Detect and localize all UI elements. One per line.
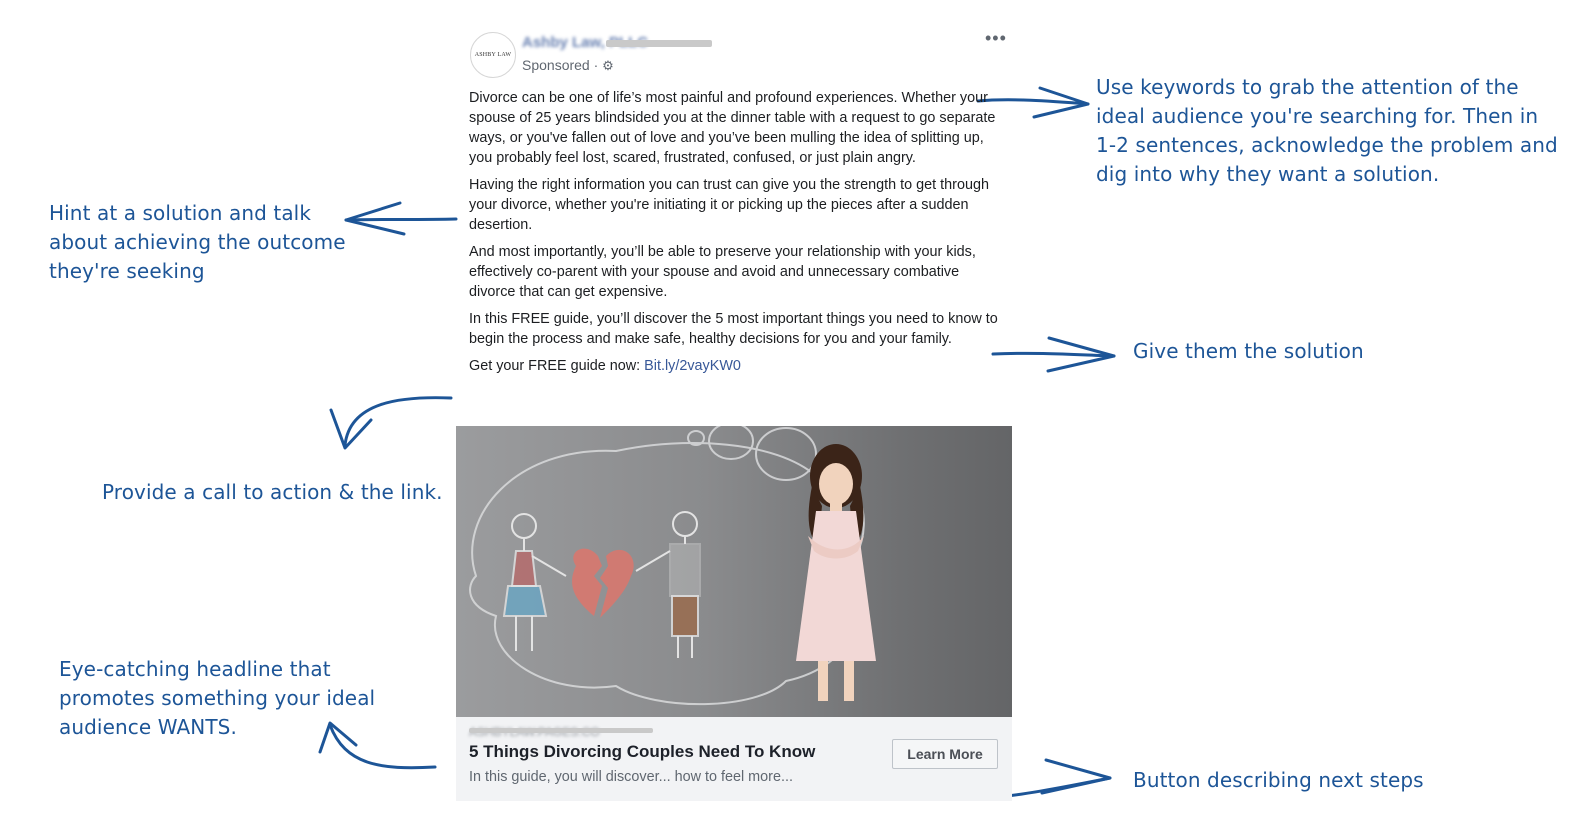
annotation-line: 1-2 sentences, acknowledge the problem a… [1096,133,1558,157]
annotation-call-to-action: Provide a call to action & the link. [102,480,443,504]
redaction-bar [469,728,653,733]
post-paragraph: In this FREE guide, you’ll discover the … [469,311,998,347]
annotation-line: about achieving the outcome [49,230,346,254]
annotation-line: Hint at a solution and talk [49,201,312,225]
annotation-line: they're seeking [49,259,205,283]
annotation-headline: Eye-catching headline that promotes some… [59,655,375,742]
ad-image[interactable] [456,426,1012,717]
annotation-hint: Hint at a solution and talk about achiev… [49,199,346,286]
annotation-line: dig into why they want a solution. [1096,162,1440,186]
post-paragraph: Divorce can be one of life’s most painfu… [469,90,996,166]
post-body: Divorce can be one of life’s most painfu… [469,88,1009,383]
sponsored-text: Sponsored · [522,57,599,73]
link-description: In this guide, you will discover... how … [469,769,793,785]
annotation-line: audience WANTS. [59,715,237,739]
annotation-line: Eye-catching headline that [59,657,331,681]
avatar[interactable]: ASHBY LAW [470,32,516,78]
annotation-button: Button describing next steps [1133,768,1424,792]
cta-link[interactable]: Bit.ly/2vayKW0 [644,358,741,374]
learn-more-button[interactable]: Learn More [892,739,998,769]
more-options-icon[interactable]: ••• [985,28,1007,48]
annotation-solution: Give them the solution [1133,339,1364,363]
annotation-line: ideal audience you're searching for. The… [1096,104,1539,128]
annotation-keywords: Use keywords to grab the attention of th… [1096,73,1558,189]
chalk-drawing-illustration [469,426,876,706]
redaction-bar [606,40,712,47]
gear-icon[interactable]: ⚙ [602,58,614,73]
sponsored-label: Sponsored · ⚙ [522,57,614,74]
annotation-line: Use keywords to grab the attention of th… [1096,75,1519,99]
girl-figure [796,444,876,701]
link-headline[interactable]: 5 Things Divorcing Couples Need To Know [469,742,816,761]
cta-line: Get your FREE guide now: Bit.ly/2vayKW0 [469,356,1009,376]
post-paragraph: And most importantly, you’ll be able to … [469,244,976,300]
cta-text: Get your FREE guide now: [469,358,645,374]
annotation-line: promotes something your ideal [59,686,376,710]
post-paragraph: Having the right information you can tru… [469,177,989,233]
